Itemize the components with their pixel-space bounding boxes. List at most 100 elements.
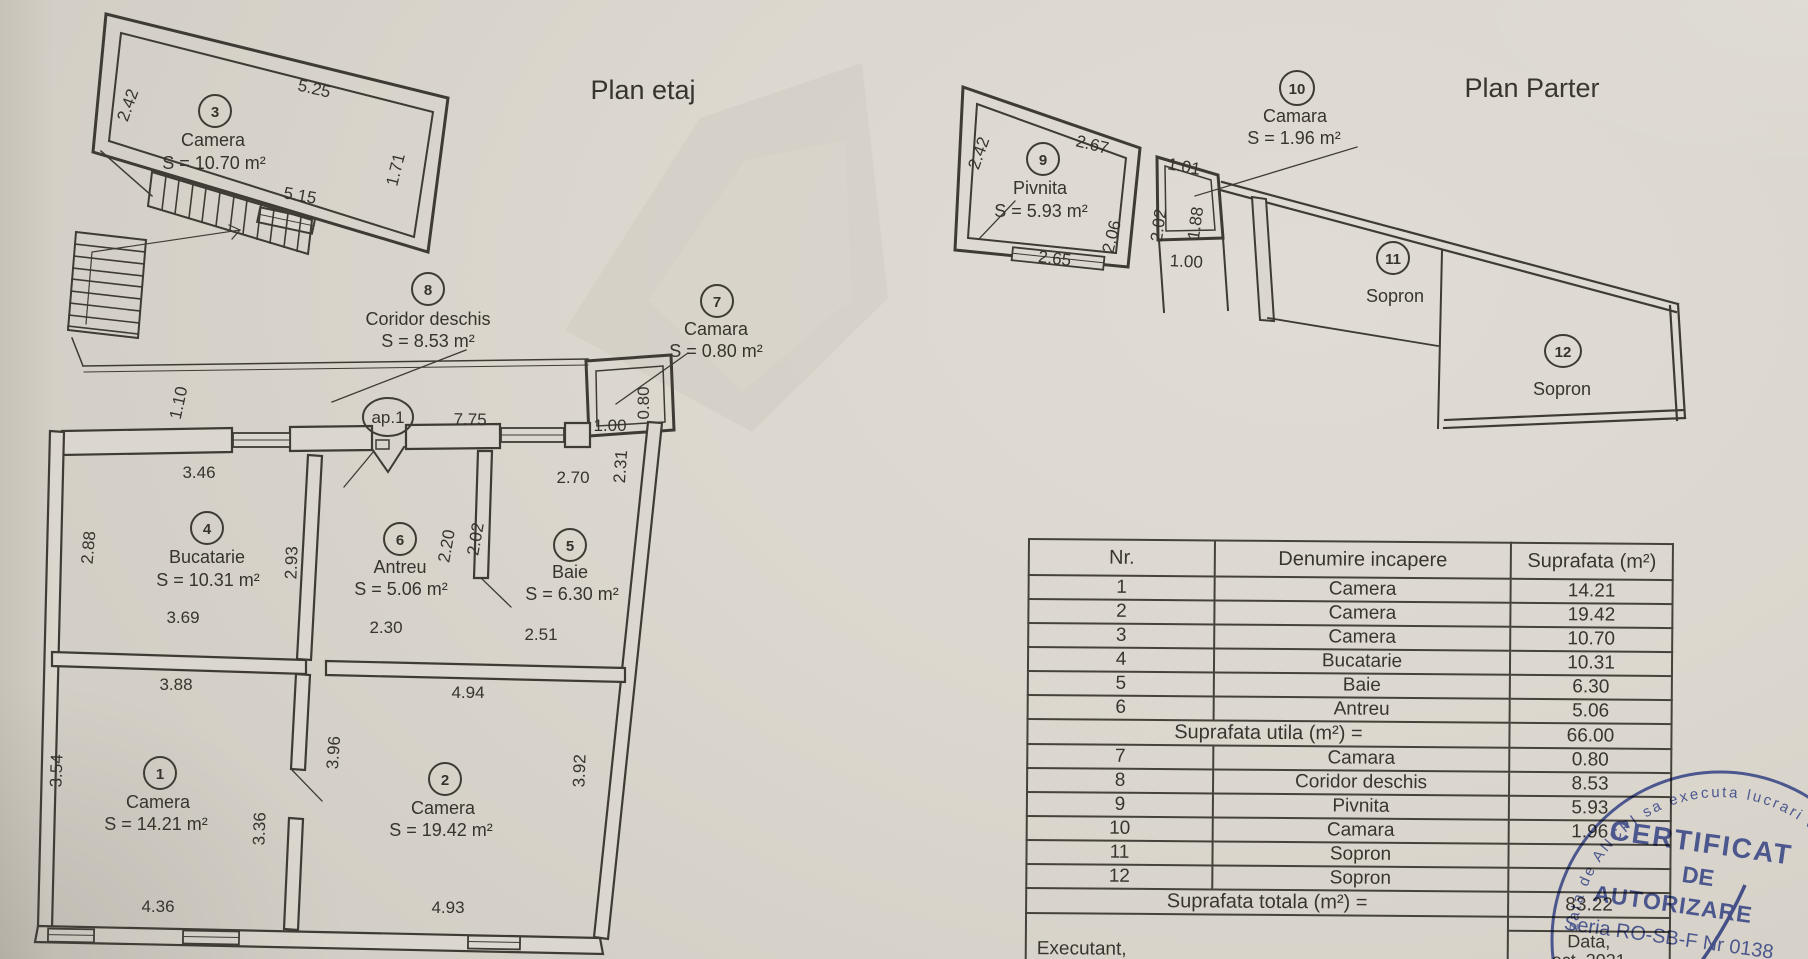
room3-num: 3 xyxy=(211,104,219,121)
cell-area: 8.53 xyxy=(1508,771,1672,798)
cell-name: Coridor deschis xyxy=(1212,769,1510,796)
plan-parter-title: Plan Parter xyxy=(1464,73,1599,103)
cell-name: Camera xyxy=(1214,624,1511,651)
room3-walls xyxy=(91,12,450,254)
room7-num: 7 xyxy=(713,294,721,311)
cell-area: 5.93 xyxy=(1508,795,1671,822)
dim-camera1-left: 3.54 xyxy=(46,754,66,788)
room11-name: Sopron xyxy=(1366,286,1424,306)
pivnita-walls xyxy=(953,84,1142,271)
dim-wall-mid: 3.96 xyxy=(323,735,344,769)
camara10-walls xyxy=(1155,154,1230,314)
room10-area: S = 1.96 m² xyxy=(1247,128,1341,148)
dim-pass-left: 2.02 xyxy=(1147,208,1170,243)
room12-num: 12 xyxy=(1555,344,1572,361)
dim-camera1-right: 3.36 xyxy=(249,812,269,846)
dim-bucatarie-bottom: 3.69 xyxy=(166,608,199,627)
cell-area: 10.70 xyxy=(1510,626,1673,653)
room8-name: Coridor deschis xyxy=(365,309,490,329)
sopron-walls xyxy=(1218,180,1687,430)
dim-camera2-bottom: 4.93 xyxy=(431,898,464,917)
totala-value: 83.22 xyxy=(1508,891,1671,919)
window xyxy=(1010,246,1106,271)
cell-name: Camera xyxy=(1214,576,1511,603)
cell-name: Pivnita xyxy=(1212,793,1509,820)
plan-parter xyxy=(953,84,1687,430)
dim-pass-right: 1.88 xyxy=(1184,206,1207,241)
dim-camara-w: 1.00 xyxy=(593,416,626,435)
cell-area: 19.42 xyxy=(1510,602,1673,629)
dim-pivnita-left: 2.42 xyxy=(964,134,993,172)
room9-area: S = 5.93 m² xyxy=(994,201,1088,221)
room1-name: Camera xyxy=(126,792,191,812)
plan-parter-labels: Plan Parter 9 Pivnita S = 5.93 m² 10 Cam… xyxy=(964,70,1600,399)
date-label: Data, xyxy=(1567,931,1611,952)
cell-nr: 6 xyxy=(1027,695,1214,721)
plan-etaj-title: Plan etaj xyxy=(590,75,695,105)
door-leaf xyxy=(99,149,154,198)
dim-room3-bottom: 5.15 xyxy=(282,183,318,207)
room1-area: S = 14.21 m² xyxy=(104,814,208,834)
dim-pivnita-right: 2.06 xyxy=(1098,218,1124,255)
cell-area: 1.96 xyxy=(1508,819,1671,846)
date-value: oct. 2021 xyxy=(1513,950,1665,959)
cell-name: Camara xyxy=(1213,745,1510,772)
room12-name: Sopron xyxy=(1533,379,1591,399)
doors xyxy=(291,450,512,802)
door-leaf xyxy=(978,200,1016,240)
dim-bucatarie-top: 3.46 xyxy=(182,463,215,482)
dim-bucatarie-left: 2.88 xyxy=(78,530,100,565)
dim-pass-top: 1.01 xyxy=(1166,154,1202,178)
room-number-circle xyxy=(428,762,462,796)
entrance-arrow xyxy=(370,439,406,474)
room8-num: 8 xyxy=(424,282,432,299)
windows xyxy=(46,427,565,951)
dim-camera2-right: 3.92 xyxy=(569,754,589,788)
room5-name: Baie xyxy=(552,562,588,582)
dim-antreu-h1: 2.20 xyxy=(434,528,458,564)
room-number-circle xyxy=(1279,70,1315,106)
room7-area: S = 0.80 m² xyxy=(669,341,763,361)
header-nr: Nr. xyxy=(1028,539,1215,577)
leader-camara10 xyxy=(1194,146,1358,197)
cell-nr: 3 xyxy=(1028,623,1215,649)
corridor-edge xyxy=(71,337,589,373)
dim-antreu-bottom: 2.30 xyxy=(369,618,402,637)
room-number-circle xyxy=(1026,142,1060,176)
cell-nr: 9 xyxy=(1026,792,1213,818)
stair-direction-arrow xyxy=(85,224,241,325)
dim-room3-top: 5.25 xyxy=(296,76,333,102)
dim-antreu-h2: 2.02 xyxy=(463,521,487,557)
room6-num: 6 xyxy=(396,532,404,549)
room10-name: Camara xyxy=(1263,106,1328,126)
room6-name: Antreu xyxy=(373,557,426,577)
dim-camera1-bottom: 4.36 xyxy=(141,897,174,916)
plan-etaj xyxy=(33,12,689,956)
utila-value: 66.00 xyxy=(1509,722,1672,750)
room1-num: 1 xyxy=(156,766,164,783)
dim-corridor-left: 1.10 xyxy=(166,385,191,421)
cell-name: Sopron xyxy=(1212,841,1509,868)
stamp-line2: DE xyxy=(1680,861,1715,891)
room10-num: 10 xyxy=(1289,81,1306,98)
room-number-circle xyxy=(198,94,232,128)
leader-camara7 xyxy=(615,352,689,405)
header-area: Suprafata (m²) xyxy=(1510,542,1673,581)
staircase xyxy=(66,170,314,340)
stamp-signature-stroke xyxy=(1700,884,1747,959)
dim-bucatarie-h: 2.93 xyxy=(281,546,301,580)
room9-name: Pivnita xyxy=(1013,178,1068,198)
cell-area: 10.31 xyxy=(1509,650,1673,677)
cell-name: Camera xyxy=(1214,600,1511,627)
room8-area: S = 8.53 m² xyxy=(381,331,475,351)
room-number-circle xyxy=(1544,334,1582,368)
room7-walls xyxy=(584,353,676,438)
room11-num: 11 xyxy=(1385,251,1401,268)
cell-name: Baie xyxy=(1213,672,1510,699)
dim-baie-bottom: 2.51 xyxy=(524,625,557,644)
cell-nr: 11 xyxy=(1026,839,1213,866)
cell-nr: 2 xyxy=(1028,599,1215,625)
room2-num: 2 xyxy=(441,772,449,789)
header-name: Denumire incapere xyxy=(1214,540,1511,579)
